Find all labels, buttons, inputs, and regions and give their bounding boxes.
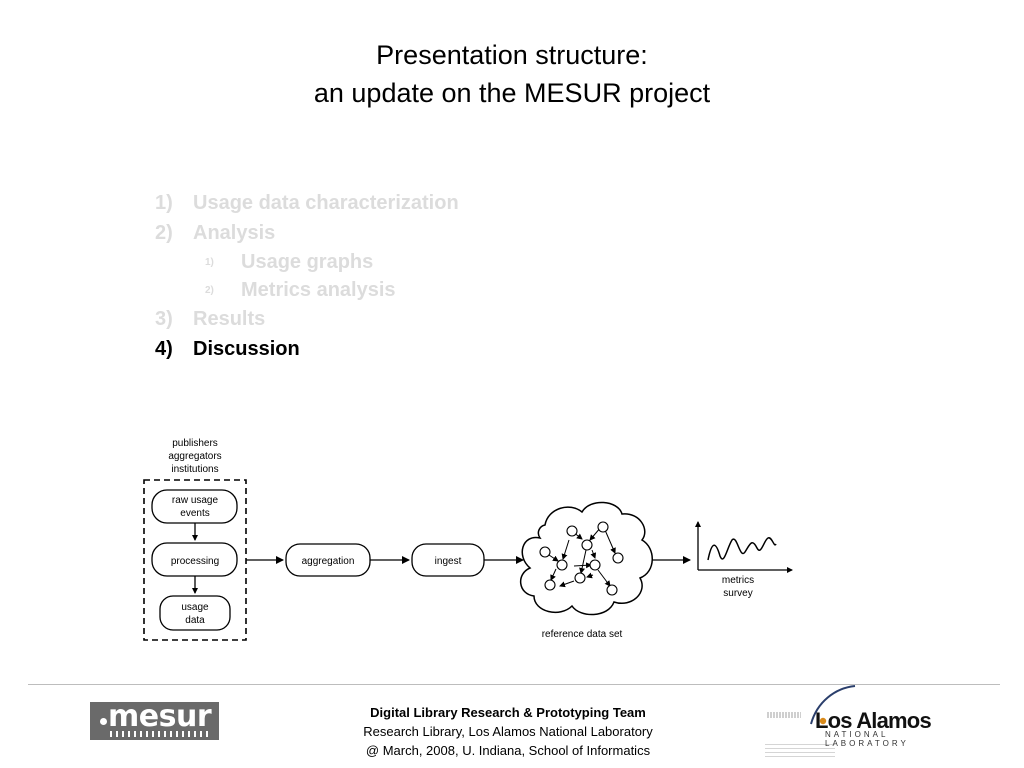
- metrics-label-line2: survey: [723, 588, 752, 599]
- processing-label: processing: [171, 556, 219, 567]
- footer-divider: [28, 684, 1000, 685]
- lanl-swoosh-icon: [810, 685, 856, 725]
- sources-label-line2: aggregators: [168, 451, 221, 462]
- los-alamos-logo: Los Alamos NATIONAL LABORATORY: [765, 684, 965, 764]
- sources-label-line1: publishers: [172, 438, 218, 449]
- outline-item-label: Discussion: [193, 338, 300, 360]
- footer-affiliation: Research Library, Los Alamos National La…: [363, 724, 653, 739]
- mesur-logo-text: mesur: [108, 702, 212, 734]
- outline-item-number: 1): [205, 257, 214, 268]
- outline-item-number: 3): [155, 308, 173, 330]
- outline-item-label: Metrics analysis: [241, 279, 396, 301]
- mesur-logo-ticks-icon: [110, 731, 210, 737]
- slide-title-line1: Presentation structure:: [376, 40, 648, 70]
- footer-event: @ March, 2008, U. Indiana, School of Inf…: [365, 743, 651, 758]
- raw-usage-label-line2: events: [180, 508, 209, 519]
- outline-item-number: 4): [155, 338, 173, 360]
- outline-item-label: Results: [193, 308, 266, 330]
- partner-fine-print-block-icon: [765, 744, 835, 758]
- metrics-label-line1: metrics: [722, 575, 754, 586]
- outline-item-number: 2): [205, 285, 214, 296]
- outline-item-number: 2): [155, 222, 173, 244]
- ingest-label: ingest: [435, 556, 462, 567]
- partner-fine-print-icon: [767, 712, 801, 718]
- reference-data-label: reference data set: [542, 629, 623, 640]
- footer-team: Digital Library Research & Prototyping T…: [370, 705, 646, 720]
- graph-nodes: [539, 521, 624, 596]
- mesur-logo: mesur: [90, 702, 219, 740]
- usage-data-label-line1: usage: [181, 602, 209, 613]
- usage-data-label-line2: data: [185, 615, 205, 626]
- footer-credits: Digital Library Research & Prototyping T…: [308, 703, 708, 760]
- lanl-subtitle: NATIONAL LABORATORY: [825, 730, 909, 748]
- reference-data-cloud: [520, 501, 653, 616]
- usage-data-node: [159, 595, 231, 631]
- aggregation-label: aggregation: [302, 556, 355, 567]
- mesur-logo-dot-icon: [100, 718, 107, 725]
- raw-usage-label-line1: raw usage: [172, 495, 219, 506]
- outline-item-label: Usage graphs: [241, 251, 374, 273]
- outline-item-label: Analysis: [193, 222, 276, 244]
- outline-item-number: 1): [155, 192, 173, 214]
- sources-label-line3: institutions: [171, 464, 218, 475]
- slide-title: Presentation structure: an update on the…: [0, 36, 1024, 112]
- metrics-chart-icon: [695, 521, 793, 573]
- slide-title-line2: an update on the MESUR project: [313, 78, 711, 108]
- lanl-name: Los Alamos: [815, 708, 932, 733]
- outline-list: 1) Usage data characterization 2) Analys…: [155, 192, 459, 360]
- outline-item-label: Usage data characterization: [193, 192, 459, 214]
